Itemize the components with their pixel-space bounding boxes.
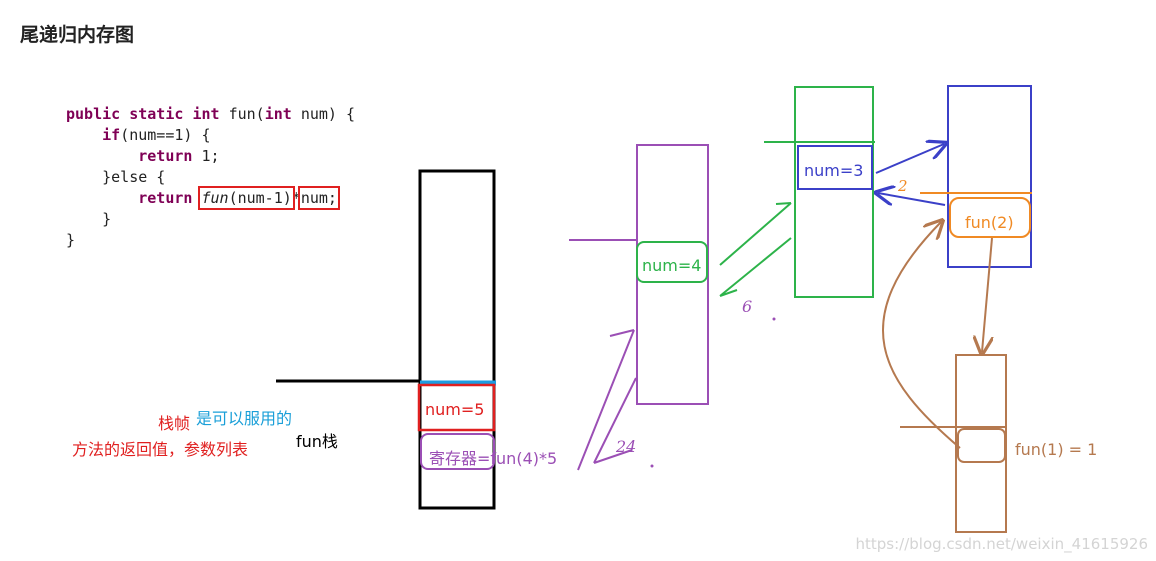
label-reusable: 是可以服用的 xyxy=(196,409,293,428)
indigo-arrow-up xyxy=(875,144,944,174)
indigo-arrow-down xyxy=(878,193,946,206)
handwritten-2: 2 xyxy=(897,177,908,195)
code-keyword: return xyxy=(138,189,193,207)
purple-dot xyxy=(650,464,654,468)
brown-arrow-return xyxy=(882,222,961,449)
code-text: 1; xyxy=(201,147,220,165)
handwritten-6: 6 xyxy=(742,297,752,316)
code-keyword: int xyxy=(264,105,292,123)
code-line-return2: return fun(num-1)*num; xyxy=(66,186,355,210)
label-fun-stack: fun栈 xyxy=(296,432,338,451)
code-keyword: return xyxy=(138,147,193,165)
label-fun2: fun(2) xyxy=(965,213,1014,232)
code-keyword: public xyxy=(66,105,121,123)
code-call-arg: (num-1) xyxy=(228,189,292,207)
code-keyword: int xyxy=(192,105,220,123)
fun1-frame-box xyxy=(957,428,1006,463)
code-text: } xyxy=(66,231,76,249)
num5-frame-box xyxy=(417,383,496,432)
label-fun1: fun(1) = 1 xyxy=(1015,440,1098,459)
code-text: num) { xyxy=(300,105,355,123)
num4-frame-box xyxy=(636,241,708,283)
fun-stack-column xyxy=(418,169,496,510)
code-line-signature: public static int fun(int num) { xyxy=(66,104,355,125)
fun2-frame-box xyxy=(949,197,1031,238)
page-title: 尾递归内存图 xyxy=(20,24,135,46)
brown-arrow-down xyxy=(982,237,992,352)
green-stack-column xyxy=(794,86,874,298)
green-dot xyxy=(772,317,776,321)
handwritten-24: 24 xyxy=(615,437,636,456)
register-box xyxy=(420,433,495,470)
code-block: public static int fun(int num) { if(num=… xyxy=(66,104,355,251)
code-line-if: if(num==1) { xyxy=(66,125,355,146)
green-arrow xyxy=(719,202,792,297)
indigo-stack-column xyxy=(947,85,1032,268)
code-keyword: static xyxy=(129,105,184,123)
watermark: https://blog.csdn.net/weixin_41615926 xyxy=(855,535,1148,553)
code-text: }else { xyxy=(102,168,166,186)
code-line-close-inner: } xyxy=(66,209,355,230)
code-text: } xyxy=(102,210,112,228)
code-text: * xyxy=(291,189,301,207)
code-text: (num==1) { xyxy=(120,126,211,144)
code-keyword: if xyxy=(102,126,121,144)
code-num-box: num; xyxy=(297,186,340,210)
num3-frame-box xyxy=(797,145,873,190)
code-line-return1: return 1; xyxy=(66,146,355,167)
label-num5: num=5 xyxy=(425,400,485,419)
code-call-fun: fun xyxy=(201,189,229,207)
purple-arrow xyxy=(577,329,637,471)
label-num3: num=3 xyxy=(804,161,864,180)
brown-stack-column xyxy=(955,354,1007,533)
code-line-else: }else { xyxy=(66,167,355,188)
label-num4: num=4 xyxy=(642,256,702,275)
code-line-close-outer: } xyxy=(66,230,355,251)
code-text: ; xyxy=(327,189,337,207)
label-method-info: 方法的返回值，参数列表 xyxy=(72,440,249,459)
code-num-ref: num xyxy=(300,189,328,207)
label-stack-frame: 栈帧 xyxy=(158,414,191,433)
code-recursive-call-box: fun(num-1) xyxy=(198,186,295,210)
code-method-name: fun xyxy=(228,105,256,123)
label-register: 寄存器=fun(4)*5 xyxy=(429,449,558,468)
code-text: ( xyxy=(255,105,265,123)
